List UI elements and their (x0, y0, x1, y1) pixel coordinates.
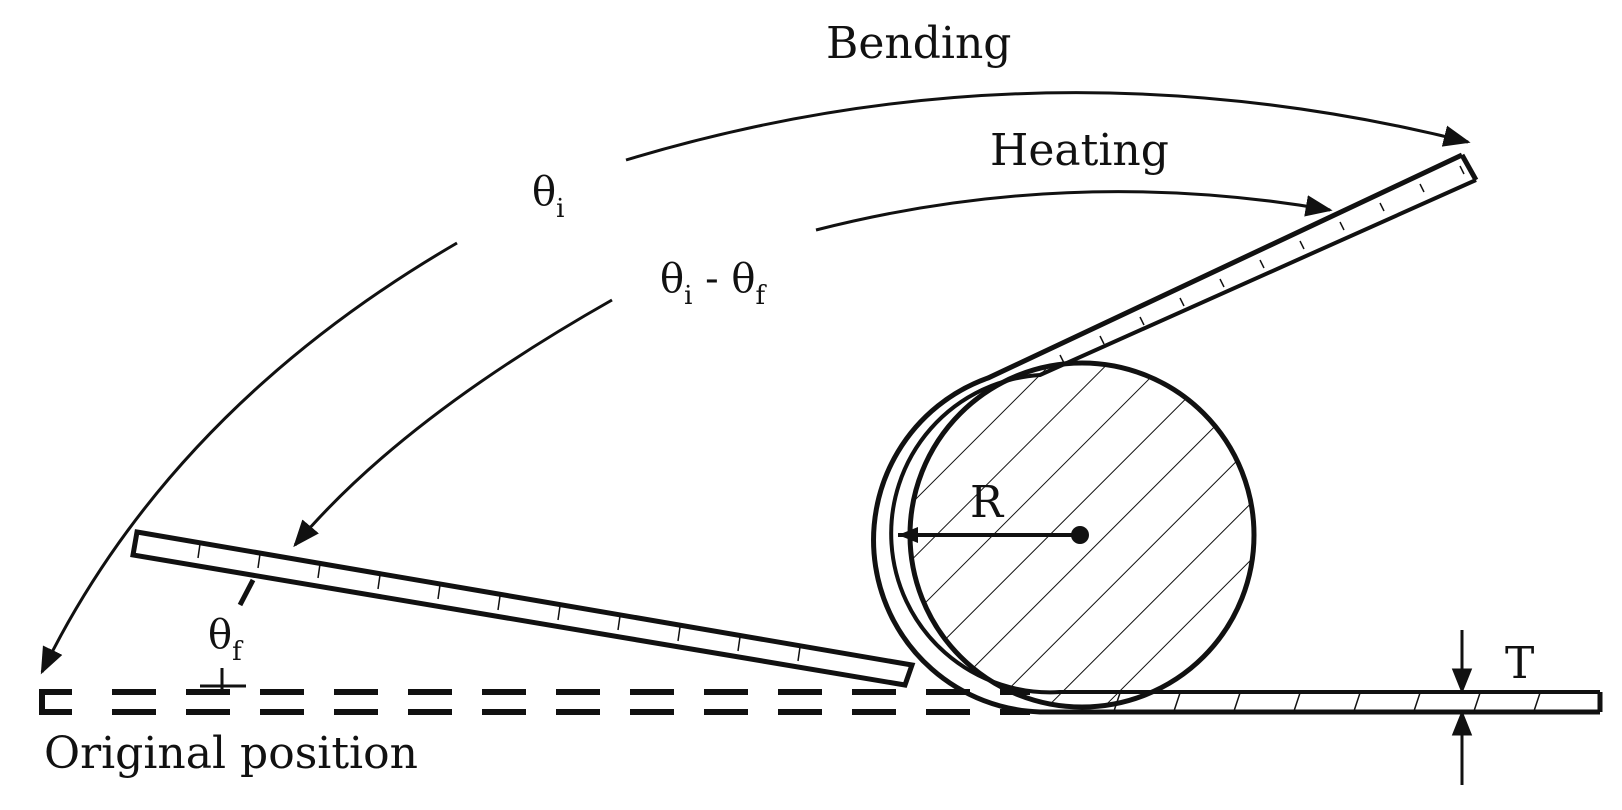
bending-label: Bending (826, 18, 1011, 69)
theta-diff-arrow (293, 298, 613, 548)
heating-label: Heating (990, 125, 1169, 176)
original-position-label: Original position (44, 728, 418, 779)
original-position-strip (39, 689, 1030, 715)
bent-strip (871, 152, 1603, 715)
theta-f-indicator (200, 668, 246, 692)
theta-diff-label: θi - θf (660, 256, 767, 311)
springback-strip (130, 529, 916, 688)
bending-arrow (625, 91, 1471, 162)
thickness-label: T (1505, 638, 1534, 689)
theta-f-tick (237, 578, 256, 607)
theta-i-arrow (40, 241, 458, 675)
theta-f-label: θf (208, 612, 244, 667)
heating-arrow (815, 190, 1333, 232)
theta-i-label: θi (532, 169, 564, 224)
radius-indicator (898, 526, 1089, 544)
thickness-indicator (1451, 630, 1473, 785)
radius-label: R (970, 477, 1005, 528)
